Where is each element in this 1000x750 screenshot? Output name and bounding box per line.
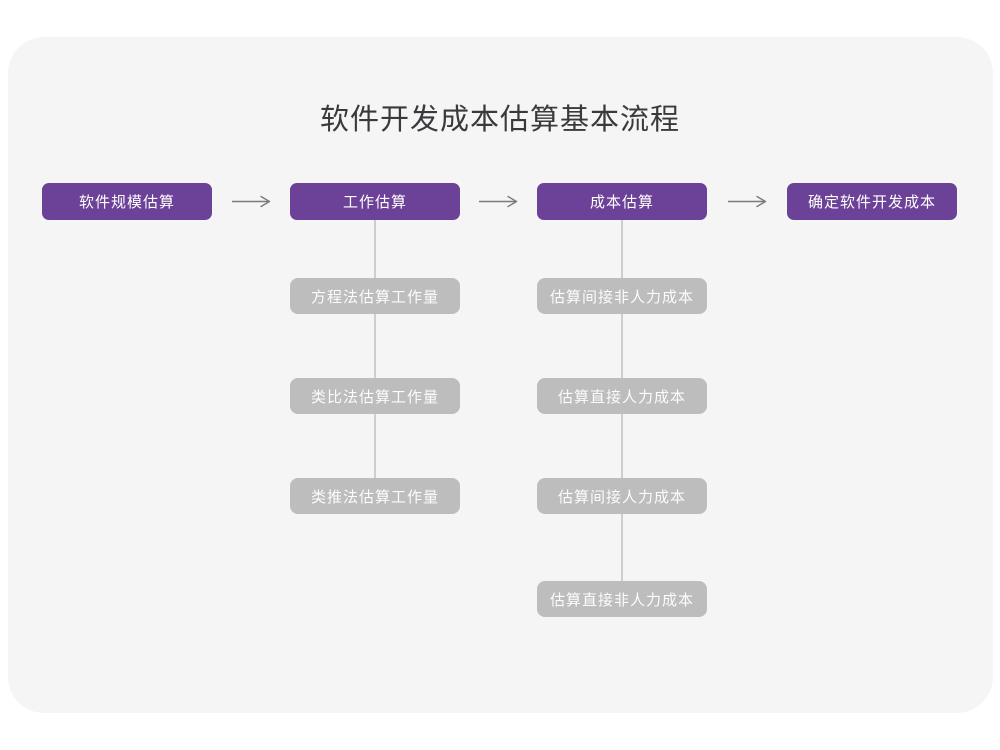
stage-box-cost-estimation: 成本估算	[537, 183, 707, 220]
substep-box-direct-labor-cost: 估算直接人力成本	[537, 378, 707, 414]
substep-box-indirect-labor-cost: 估算间接人力成本	[537, 478, 707, 514]
substep-box-equation-method: 方程法估算工作量	[290, 278, 460, 314]
right-arrow-icon	[479, 195, 518, 208]
substep-box-direct-nonlabor-cost: 估算直接非人力成本	[537, 581, 707, 617]
substep-box-indirect-nonlabor-cost: 估算间接非人力成本	[537, 278, 707, 314]
stage-box-work-estimation: 工作估算	[290, 183, 460, 220]
stage-box-determine-dev-cost: 确定软件开发成本	[787, 183, 957, 220]
right-arrow-icon	[232, 195, 271, 208]
substep-box-extrapolation-method: 类推法估算工作量	[290, 478, 460, 514]
stage-box-software-scale-estimation: 软件规模估算	[42, 183, 212, 220]
connector-line-work	[374, 220, 376, 497]
diagram-card	[8, 37, 993, 713]
right-arrow-icon	[728, 195, 767, 208]
substep-box-analogy-method: 类比法估算工作量	[290, 378, 460, 414]
diagram-title: 软件开发成本估算基本流程	[319, 102, 680, 136]
